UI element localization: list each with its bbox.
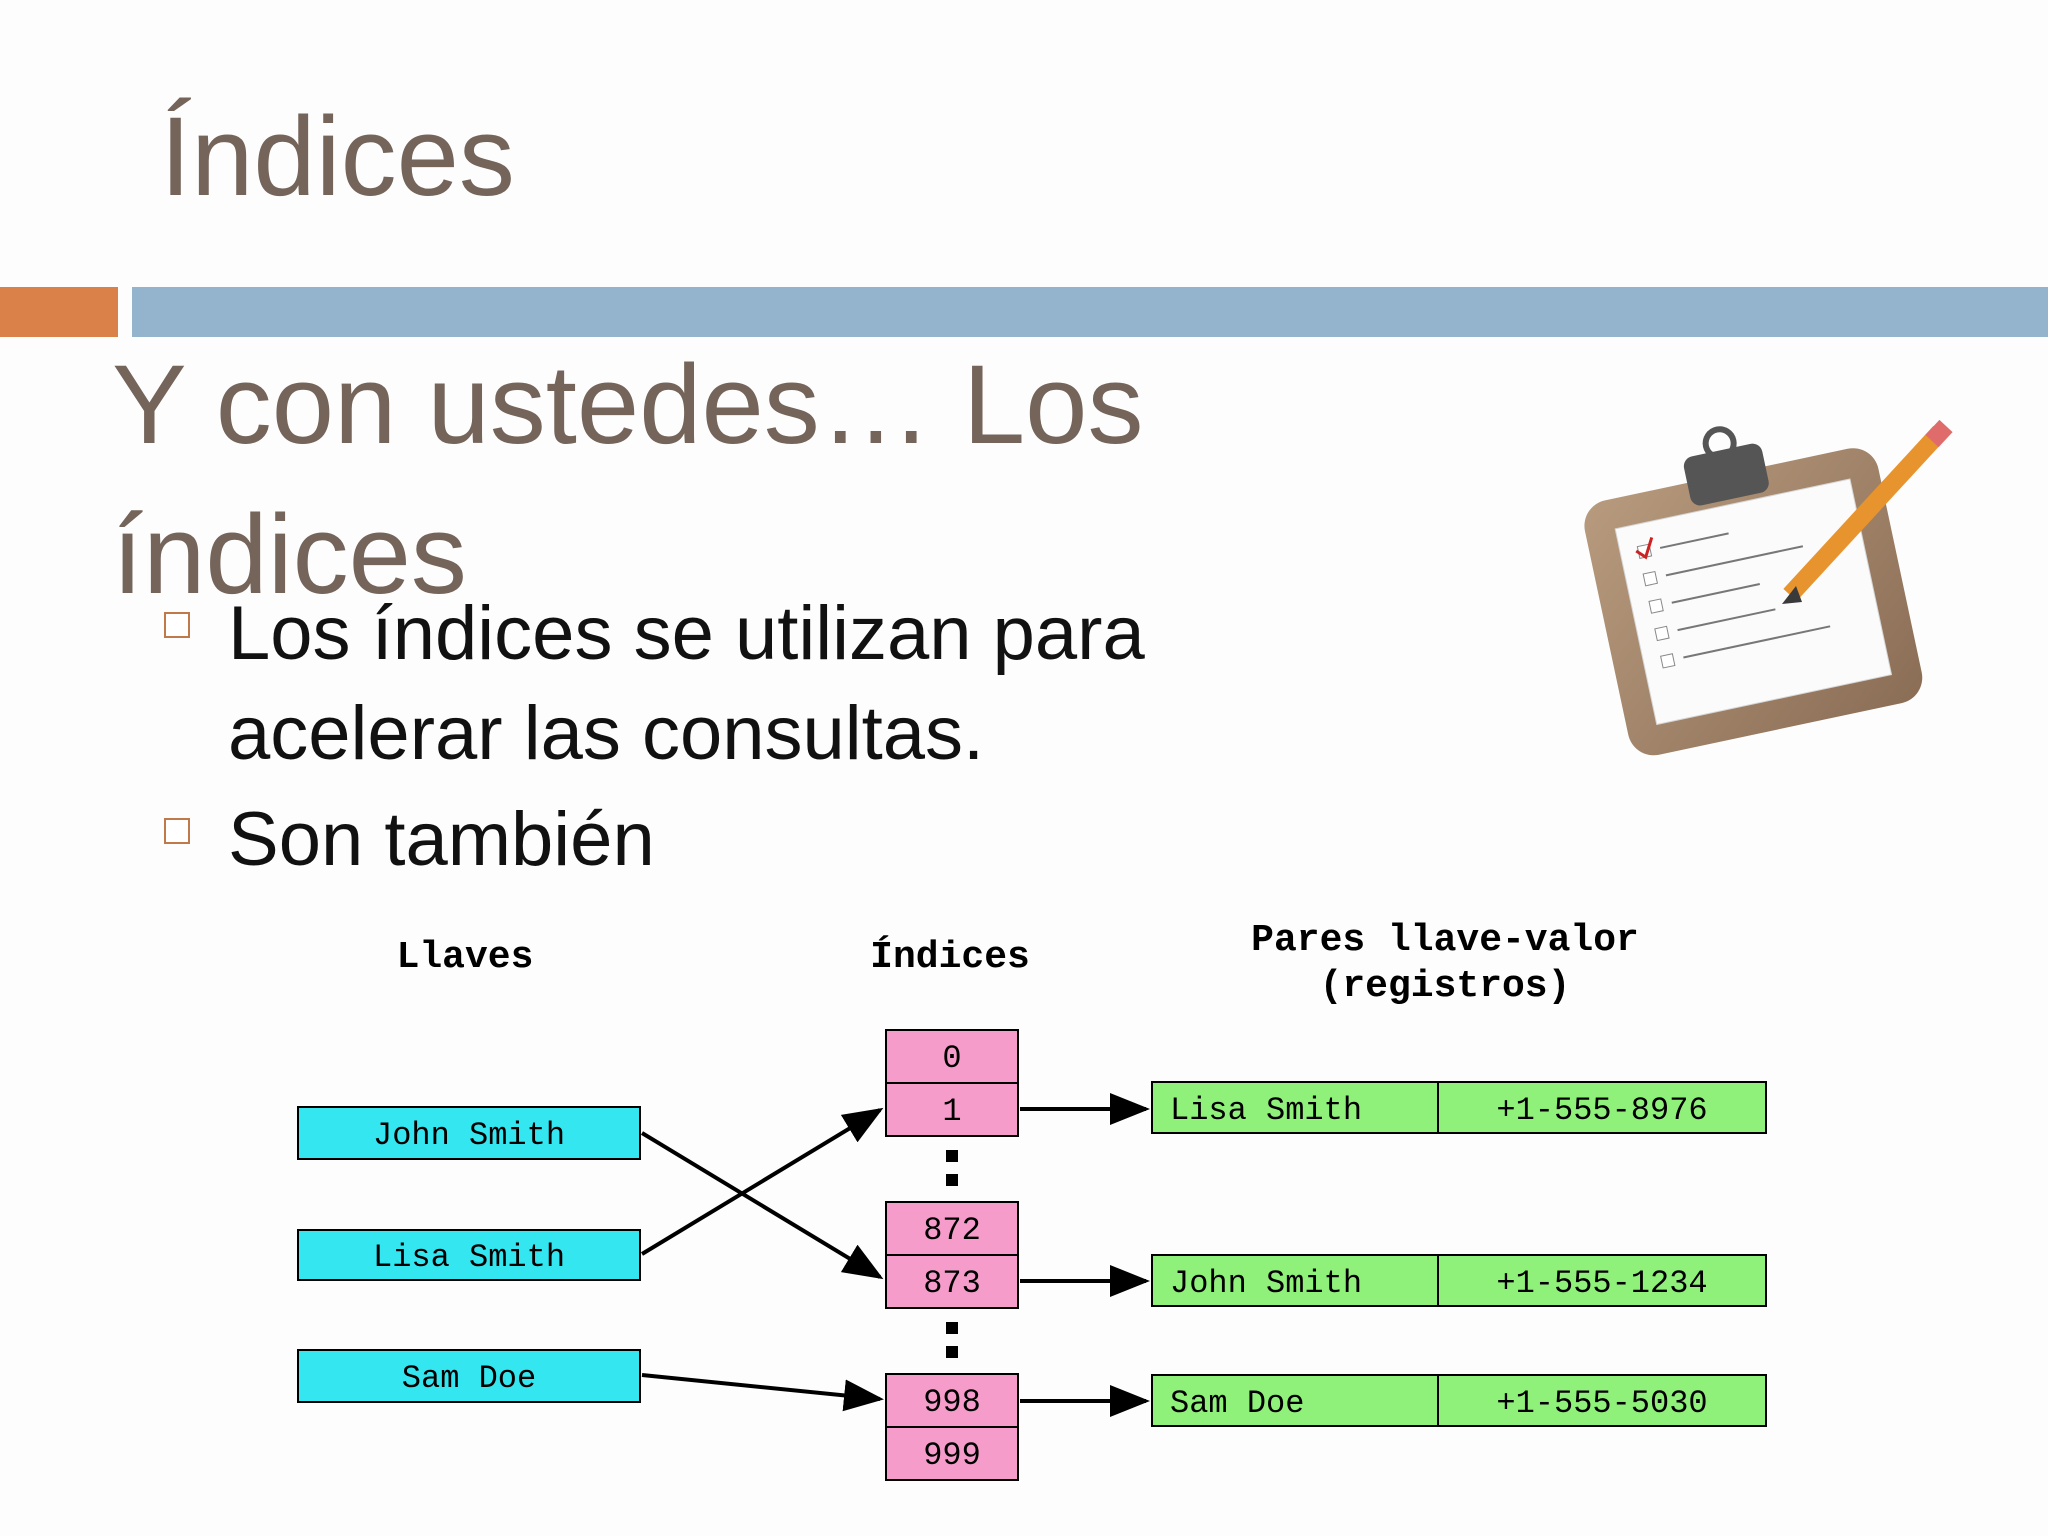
bullet-square-icon [164,612,190,638]
slide-subtitle: Y con ustedes… Los índices [112,342,1144,617]
index-cell-0: 0 [885,1029,1019,1084]
record-name: Lisa Smith [1170,1092,1362,1129]
record-name: Sam Doe [1170,1385,1304,1422]
index-label: 873 [923,1265,981,1302]
index-label: 0 [942,1040,961,1077]
accent-bar-orange [0,287,118,337]
bullet-text: Son también [228,797,655,882]
bullet-list: Los índices se utilizan para acelerar la… [160,584,1360,896]
key-label: John Smith [373,1117,565,1154]
key-box-sam-doe: Sam Doe [297,1349,641,1403]
header-pairs-line2: (registros) [1320,965,1571,1008]
record-name: John Smith [1170,1265,1362,1302]
index-cell-998: 998 [885,1373,1019,1428]
slide-title: Índices [160,94,515,219]
record-phone: +1-555-8976 [1496,1092,1707,1129]
accent-bar-blue [132,287,2048,337]
arrow-john-to-873 [640,1131,884,1280]
index-label: 872 [923,1212,981,1249]
index-label: 999 [923,1437,981,1474]
header-keys: Llaves [397,936,534,979]
clipboard-checklist-pencil-icon [1584,419,1953,756]
record-phone: +1-555-1234 [1496,1265,1707,1302]
record-row-john-smith: John Smith +1-555-1234 [1151,1254,1767,1307]
key-box-lisa-smith: Lisa Smith [297,1229,641,1281]
bullet-text: Los índices se utilizan para acelerar la… [228,591,1145,776]
record-row-lisa-smith: Lisa Smith +1-555-8976 [1151,1081,1767,1134]
index-cell-873: 873 [885,1254,1019,1309]
record-row-sam-doe: Sam Doe +1-555-5030 [1151,1374,1767,1427]
key-label: Lisa Smith [373,1239,565,1276]
arrow-lisa-to-1 [640,1107,884,1256]
header-pairs-line1: Pares llave-valor [1251,919,1639,962]
index-label: 1 [942,1093,961,1130]
index-cell-999: 999 [885,1426,1019,1481]
key-box-john-smith: John Smith [297,1106,641,1160]
arrow-sam-to-998 [641,1373,884,1412]
ellipsis-dots [946,1150,958,1186]
header-indices: Índices [870,934,1030,979]
index-label: 998 [923,1384,981,1421]
index-cell-1: 1 [885,1082,1019,1137]
bullet-item: Son también [160,790,1360,890]
record-phone: +1-555-5030 [1496,1385,1707,1422]
bullet-square-icon [164,818,190,844]
ellipsis-dots [946,1322,958,1358]
index-cell-872: 872 [885,1201,1019,1256]
bullet-item: Los índices se utilizan para acelerar la… [160,584,1360,784]
key-label: Sam Doe [402,1360,536,1397]
